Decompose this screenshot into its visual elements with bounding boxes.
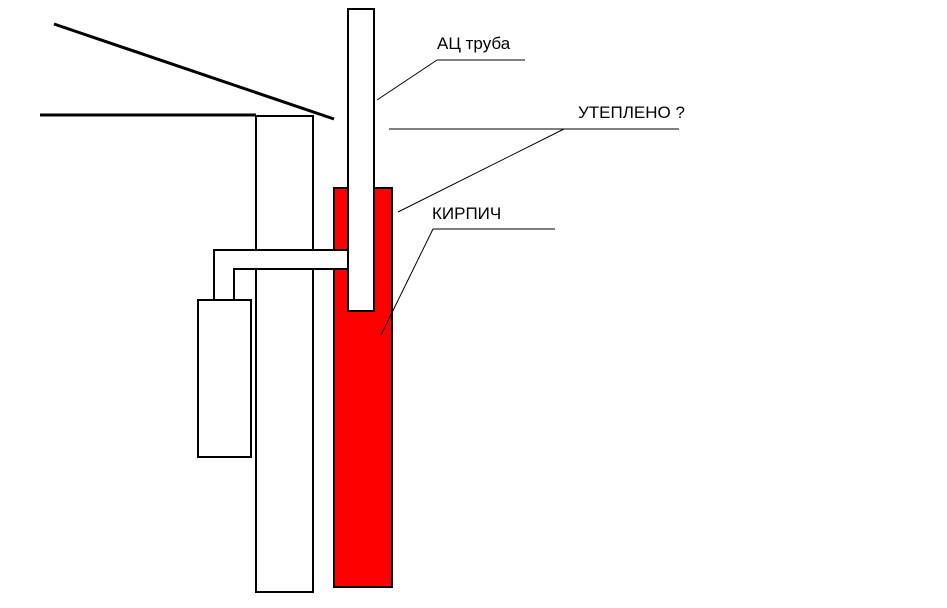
roof-slope-line — [53, 22, 335, 121]
leader-brick-diagonal — [380, 228, 434, 336]
boiler-unit — [197, 299, 252, 458]
label-insulated: УТЕПЛЕНО ? — [578, 103, 685, 122]
label-asbestos-pipe: АЦ труба — [437, 34, 511, 53]
leader-insulated-diagonal — [397, 128, 565, 213]
asbestos-pipe — [347, 8, 375, 312]
leader-pipe-diagonal — [376, 59, 438, 101]
wall-column — [255, 115, 314, 593]
label-brick: КИРПИЧ — [432, 204, 501, 223]
